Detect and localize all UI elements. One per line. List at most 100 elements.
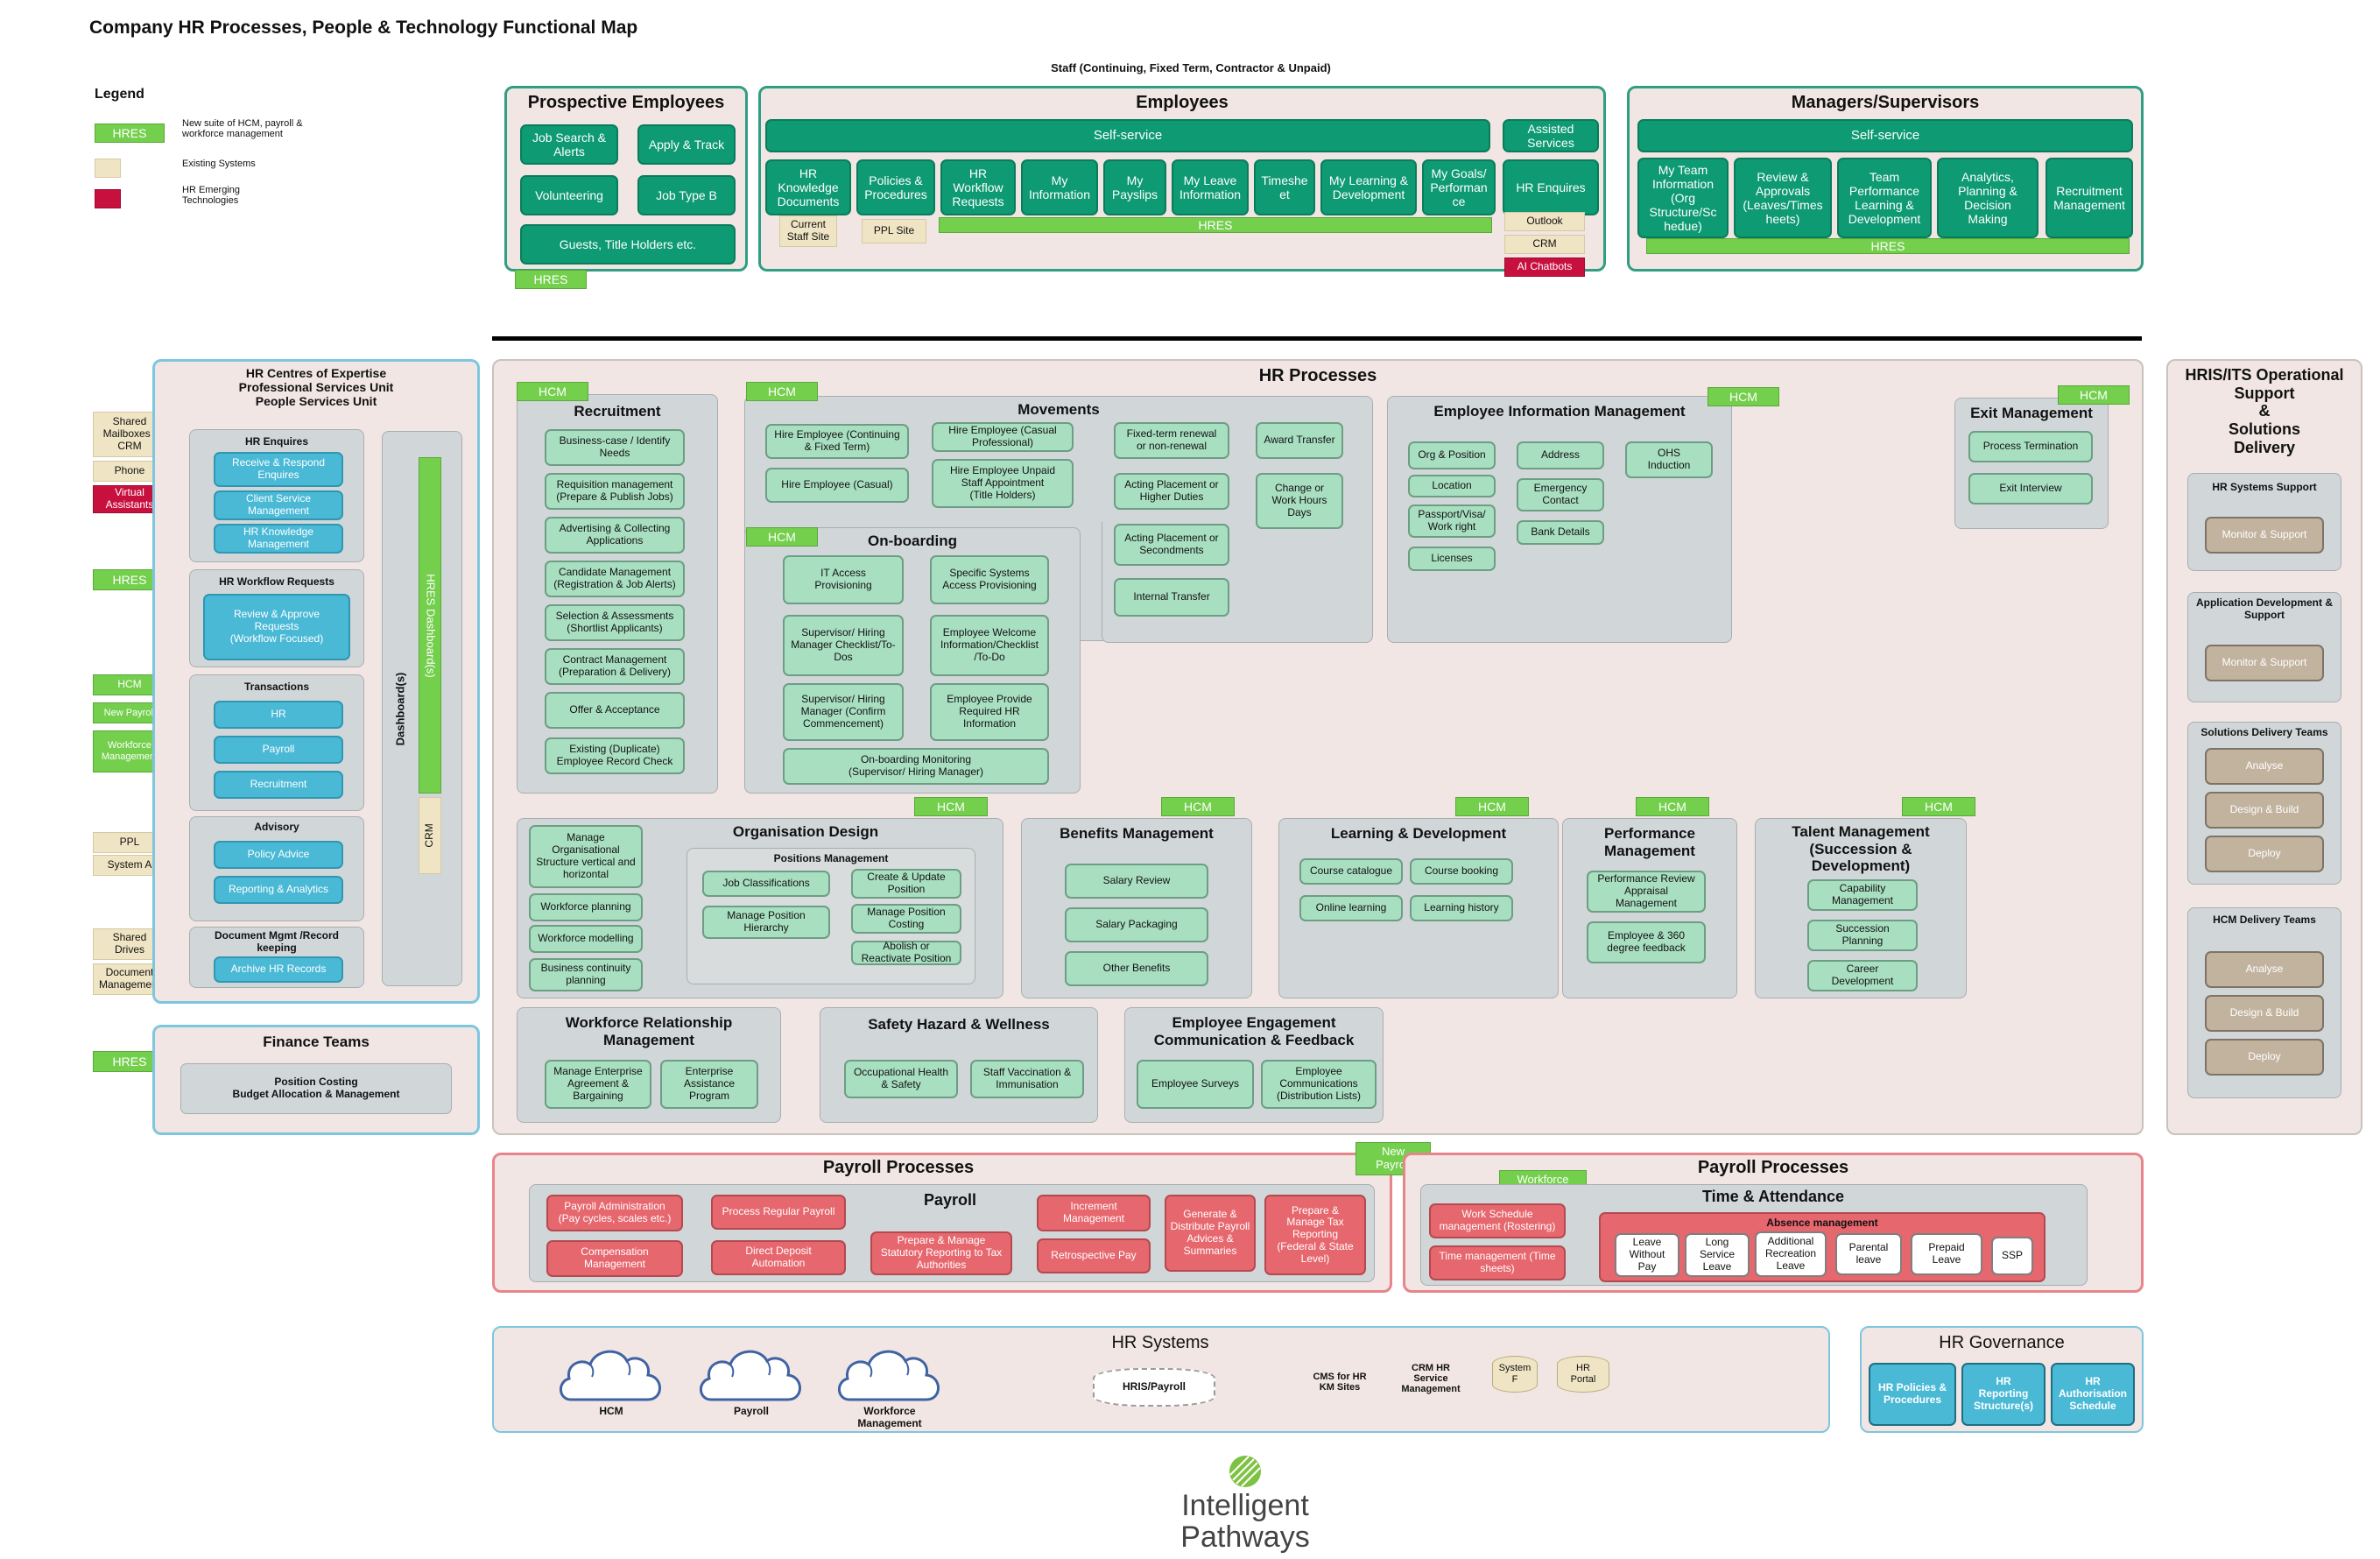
create-update-position: Create & Update Position	[851, 869, 961, 899]
requisition-management: Requisition management (Prepare & Publis…	[545, 473, 685, 510]
duplicate-record-check: Existing (Duplicate) Employee Record Che…	[545, 737, 685, 774]
review-approve-requests: Review & Approve Requests (Workflow Focu…	[203, 594, 350, 660]
coe-advisory-title: Advisory	[254, 821, 299, 833]
assisted-services: Assisted Services	[1503, 119, 1599, 152]
hr-systems-title: HR Systems	[1111, 1333, 1209, 1352]
employee-communications: Employee Communications (Distribution Li…	[1261, 1060, 1377, 1109]
org-title: Organisation Design	[732, 823, 879, 840]
online-learning: Online learning	[1299, 895, 1403, 921]
award-transfer: Award Transfer	[1256, 422, 1343, 459]
manage-position-hierarchy: Manage Position Hierarchy	[702, 906, 830, 939]
payroll-processes-title: Payroll Processes	[822, 1158, 975, 1177]
movements-title: Movements	[1017, 401, 1100, 418]
eim-title: Employee Information Management	[1433, 403, 1686, 420]
my-information: My Information	[1021, 159, 1098, 215]
crm-hr-service: CRM HR Service Management	[1401, 1363, 1461, 1394]
increment-management: Increment Management	[1037, 1195, 1151, 1231]
finance-title: Finance Teams	[263, 1033, 370, 1050]
exit-hcm-tag: HCM	[2058, 385, 2130, 405]
transactions-hr: HR	[214, 701, 343, 729]
offer-acceptance: Offer & Acceptance	[545, 692, 685, 729]
hr-enquires-employee: HR Enquires	[1503, 159, 1599, 215]
hire-unpaid: Hire Employee Unpaid Staff Appointment (…	[932, 459, 1074, 508]
salary-review: Salary Review	[1065, 864, 1208, 899]
ld-hcm-tag: HCM	[1455, 797, 1529, 816]
payroll-administration: Payroll Administration (Pay cycles, scal…	[546, 1195, 683, 1231]
employee-360-feedback: Employee & 360 degree feedback	[1587, 921, 1706, 963]
direct-deposit: Direct Deposit Automation	[711, 1240, 846, 1275]
time-management-sheets: Time management (Time sheets)	[1429, 1245, 1566, 1280]
location: Location	[1408, 475, 1496, 497]
ohs-induction: OHS Induction	[1625, 441, 1713, 478]
intelligent-pathways-logo-icon	[1228, 1454, 1263, 1489]
employees-outlook: Outlook	[1504, 212, 1585, 231]
job-search-alerts: Job Search & Alerts	[520, 124, 618, 165]
manage-org-structure: Manage Organisational Structure vertical…	[529, 825, 643, 888]
succession-planning: Succession Planning	[1807, 920, 1918, 951]
hres-dashboards-bar: HRES Dashboard(s)	[419, 457, 441, 794]
contract-management: Contract Management (Preparation & Deliv…	[545, 648, 685, 685]
statutory-reporting: Prepare & Manage Statutory Reporting to …	[870, 1231, 1012, 1275]
recruitment-title: Recruitment	[574, 403, 661, 420]
payroll-processes-2-title: Payroll Processes	[1697, 1158, 1849, 1177]
legend-text-new-suite: New suite of HCM, payroll & workforce ma…	[182, 118, 303, 139]
bank-details: Bank Details	[1517, 520, 1604, 545]
app-dev-monitor-support: Monitor & Support	[2205, 645, 2324, 681]
candidate-management: Candidate Management (Registration & Job…	[545, 561, 685, 597]
cloud-hcm-icon	[555, 1342, 667, 1405]
app-dev-support-title: Application Development & Support	[2195, 596, 2334, 621]
coe-docs-title: Document Mgmt /Record keeping	[214, 929, 339, 954]
enterprise-assistance: Enterprise Assistance Program	[660, 1060, 758, 1109]
hr-authorisation-schedule: HR Authorisation Schedule	[2051, 1363, 2135, 1426]
retrospective-pay: Retrospective Pay	[1037, 1238, 1151, 1273]
benefits-title: Benefits Management	[1060, 825, 1214, 842]
job-classifications: Job Classifications	[702, 871, 830, 897]
exit-title: Exit Management	[1970, 405, 2093, 421]
employees-self-service: Self-service	[765, 119, 1490, 152]
my-learning-development: My Learning & Development	[1320, 159, 1417, 215]
additional-recreation-leave: Additional Recreation Leave	[1755, 1231, 1827, 1277]
employees-crm: CRM	[1504, 235, 1585, 254]
hr-knowledge-management: HR Knowledge Management	[214, 524, 343, 554]
dashboards-label: Dashboard(s)	[382, 431, 419, 986]
review-approvals: Review & Approvals (Leaves/Times heets)	[1734, 158, 1832, 238]
policy-advice: Policy Advice	[214, 841, 343, 869]
legend-text-existing: Existing Systems	[182, 159, 256, 169]
cloud-workforce-icon	[834, 1342, 946, 1405]
business-case: Business-case / Identify Needs	[545, 429, 685, 466]
talent-title: Talent Management (Succession & Developm…	[1792, 823, 1930, 875]
onboarding-hcm-tag: HCM	[746, 527, 818, 547]
system-f-db: System F	[1492, 1356, 1538, 1393]
benefits-hcm-tag: HCM	[1161, 797, 1235, 816]
dashboards-crm-text: CRM	[423, 823, 436, 848]
brand-line1: Intelligent	[1181, 1489, 1309, 1522]
acting-secondments: Acting Placement or Secondments	[1114, 524, 1229, 566]
hr-systems-support-title: HR Systems Support	[2212, 481, 2317, 493]
selection-assessments: Selection & Assessments (Shortlist Appli…	[545, 604, 685, 641]
coe-transactions-title: Transactions	[243, 681, 310, 693]
hcm-delivery-title: HCM Delivery Teams	[2213, 914, 2316, 926]
staff-header: Staff (Continuing, Fixed Term, Contracto…	[1051, 61, 1331, 74]
legend-text-emerging: HR Emerging Technologies	[182, 185, 241, 206]
salary-packaging: Salary Packaging	[1065, 907, 1208, 942]
analytics-planning: Analytics, Planning & Decision Making	[1937, 158, 2038, 238]
hire-casual-professional: Hire Employee (Casual Professional)	[932, 422, 1074, 452]
hr-governance-title: HR Governance	[1939, 1333, 2065, 1352]
transactions-payroll: Payroll	[214, 736, 343, 764]
solutions-deploy: Deploy	[2205, 836, 2324, 872]
occupational-health: Occupational Health & Safety	[844, 1060, 958, 1098]
other-benefits: Other Benefits	[1065, 951, 1208, 986]
archive-hr-records: Archive HR Records	[214, 956, 343, 983]
hcm-design-build: Design & Build	[2205, 995, 2324, 1032]
managers-hres-bar: HRES	[1646, 238, 2130, 254]
cloud-payroll-label: Payroll	[733, 1405, 770, 1417]
cms-hr-km: CMS for HR KM Sites	[1313, 1372, 1367, 1393]
ppl-site: PPL Site	[862, 219, 926, 243]
recruitment-hcm-tag: HCM	[517, 382, 588, 401]
perf-title: Performance Management	[1604, 825, 1695, 859]
org-hcm-tag: HCM	[914, 797, 988, 816]
employee-welcome: Employee Welcome Information/Checklist /…	[930, 615, 1049, 676]
supervisor-confirm: Supervisor/ Hiring Manager (Confirm Comm…	[783, 683, 904, 741]
divider-line	[492, 336, 2142, 341]
solutions-analyse: Analyse	[2205, 748, 2324, 785]
